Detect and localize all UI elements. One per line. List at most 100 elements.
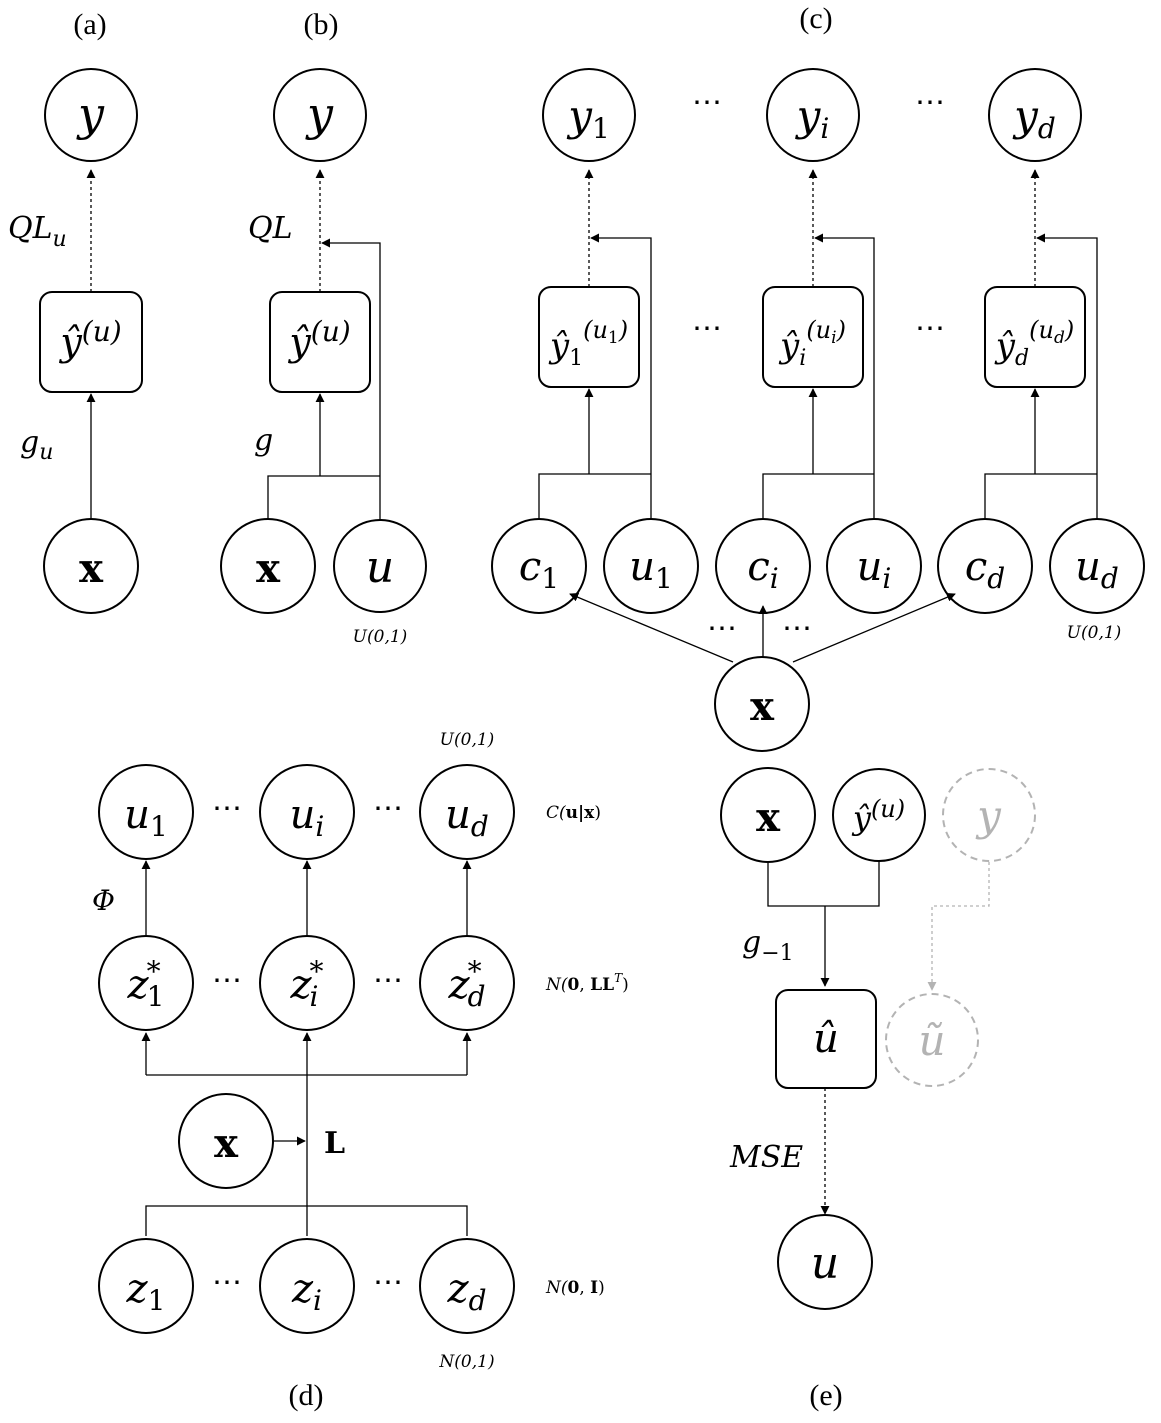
d-u1-text: u1 bbox=[124, 792, 168, 843]
d-z-bus bbox=[145, 1205, 468, 1236]
a-yhat-text: ŷ(u) bbox=[58, 315, 121, 364]
c-merge-i bbox=[762, 473, 874, 520]
d-ud-node bbox=[419, 764, 515, 860]
panel-a-label: (a) bbox=[73, 8, 106, 41]
c-u1-text: u1 bbox=[629, 544, 673, 595]
e-map-label: g−1 bbox=[742, 925, 794, 966]
d-zsd-text: z*d bbox=[447, 955, 485, 1013]
b-u-to-loss-edge bbox=[321, 238, 381, 520]
d-ellipsis-zs-1: ⋯ bbox=[212, 964, 242, 997]
e-x-node bbox=[720, 767, 816, 863]
c-x-text: x bbox=[750, 683, 775, 730]
c-y1-node bbox=[542, 68, 636, 162]
d-zsi-node bbox=[259, 935, 355, 1031]
c-ellipsis-top-1: ⋯ bbox=[692, 86, 722, 119]
a-yhat-box bbox=[39, 291, 143, 393]
d-zstar-dist: N(0, LLT) bbox=[545, 971, 629, 995]
panel-e-label: (e) bbox=[809, 1379, 842, 1412]
d-ellipsis-u-2: ⋯ bbox=[373, 792, 403, 825]
c-yhati-box bbox=[762, 286, 864, 388]
e-y-ghost-text: y bbox=[975, 791, 1002, 840]
panel-d: U(0,1) u1 ⋯ ui ⋯ ud C(u|x) Φ z*1 ⋯ z*i ⋯… bbox=[92, 730, 629, 1412]
d-x-text: x bbox=[214, 1120, 239, 1167]
panel-a: (a) y QLu ŷ(u) gu x bbox=[8, 8, 143, 614]
c-ud-to-loss bbox=[1036, 233, 1098, 520]
d-z-dist: N(0, I) bbox=[545, 1278, 605, 1298]
c-ellipsis-mid-2: ⋯ bbox=[915, 312, 945, 345]
e-merge-line bbox=[767, 861, 880, 907]
c-ci-text: ci bbox=[747, 544, 778, 595]
c-cd-text: cd bbox=[965, 544, 1005, 595]
d-ellipsis-z-2: ⋯ bbox=[373, 1266, 403, 1299]
b-u-dist: U(0,1) bbox=[353, 627, 408, 647]
c-ui-node bbox=[826, 518, 922, 614]
b-yhat-box bbox=[269, 291, 371, 393]
d-zd-text: zd bbox=[446, 1266, 486, 1317]
e-utilde-ghost-node bbox=[885, 993, 979, 1087]
c-x-to-cd bbox=[792, 592, 956, 663]
panel-d-label: (d) bbox=[289, 1379, 324, 1412]
c-ui-to-loss bbox=[814, 233, 875, 520]
d-ellipsis-z-1: ⋯ bbox=[212, 1266, 242, 1299]
d-z1-node bbox=[98, 1238, 194, 1334]
d-zd-dist: N(0,1) bbox=[438, 1352, 494, 1372]
a-map-label: gu bbox=[20, 425, 53, 465]
b-map-label: g bbox=[254, 423, 273, 458]
d-ellipsis-zs-2: ⋯ bbox=[373, 964, 403, 997]
c-u1-node bbox=[603, 518, 699, 614]
e-y-to-utilde bbox=[927, 862, 990, 991]
c-ellipsis-top-2: ⋯ bbox=[915, 86, 945, 119]
d-x-node bbox=[178, 1093, 274, 1189]
d-ellipsis-u-1: ⋯ bbox=[212, 792, 242, 825]
c-ellipsis-bottom-2: ⋯ bbox=[782, 612, 812, 645]
c-cd-node bbox=[937, 518, 1033, 614]
d-ud-text: ud bbox=[445, 792, 489, 843]
c-x-node bbox=[714, 656, 810, 752]
e-yhat-text: ŷ(u) bbox=[851, 795, 905, 837]
e-y-ghost-node bbox=[942, 768, 1036, 862]
d-ui-node bbox=[259, 764, 355, 860]
d-zsd-node bbox=[419, 935, 515, 1031]
d-u1-node bbox=[98, 764, 194, 860]
d-copula-label: C(u|x) bbox=[546, 803, 601, 823]
d-u-dist: U(0,1) bbox=[440, 730, 495, 750]
c-ud-node bbox=[1049, 518, 1145, 614]
a-x-node bbox=[43, 518, 139, 614]
a-x-text: x bbox=[79, 545, 104, 592]
c-yd-node bbox=[988, 68, 1082, 162]
c-c1-text: c1 bbox=[519, 544, 559, 595]
d-L-label: L bbox=[324, 1126, 345, 1161]
c-x-to-c1 bbox=[569, 592, 734, 663]
c-ellipsis-mid-1: ⋯ bbox=[692, 312, 722, 345]
b-loss-label: QL bbox=[248, 211, 293, 246]
b-yhat-text: ŷ(u) bbox=[287, 315, 350, 364]
c-ud-text: ud bbox=[1075, 544, 1119, 595]
e-loss-label: MSE bbox=[729, 1140, 803, 1175]
c-yi-node bbox=[766, 68, 860, 162]
c-u-dist: U(0,1) bbox=[1067, 623, 1122, 643]
a-loss-label: QLu bbox=[8, 211, 67, 252]
d-zs1-node bbox=[98, 935, 194, 1031]
e-u-text: u bbox=[811, 1238, 839, 1289]
d-z1-text: z1 bbox=[126, 1266, 166, 1317]
c-yhatd-text: ŷd(ud) bbox=[994, 316, 1074, 371]
c-y1-text: y1 bbox=[566, 91, 610, 145]
c-merge-1 bbox=[538, 473, 651, 520]
d-zsi-text: z*i bbox=[289, 955, 323, 1013]
b-u-node bbox=[333, 519, 427, 613]
panel-b: (b) y QL ŷ(u) g x u U(0,1) bbox=[220, 8, 427, 647]
c-ui-text: ui bbox=[857, 544, 892, 595]
c-yhati-text: ŷi(ui) bbox=[778, 316, 846, 371]
c-c1-node bbox=[491, 518, 587, 614]
c-merge-d bbox=[984, 473, 1097, 520]
d-zi-text: zi bbox=[291, 1266, 322, 1317]
b-merge-line bbox=[267, 475, 380, 520]
c-yhatd-box bbox=[984, 286, 1086, 388]
c-yi-text: yi bbox=[795, 91, 830, 145]
panel-e: x ŷ(u) y g−1 û ũ MSE u (e) bbox=[720, 767, 1036, 1412]
d-zs1-text: z*1 bbox=[127, 955, 165, 1013]
b-y-node bbox=[273, 68, 367, 162]
e-uhat-text: û bbox=[813, 1016, 839, 1062]
d-zi-node bbox=[259, 1238, 355, 1334]
